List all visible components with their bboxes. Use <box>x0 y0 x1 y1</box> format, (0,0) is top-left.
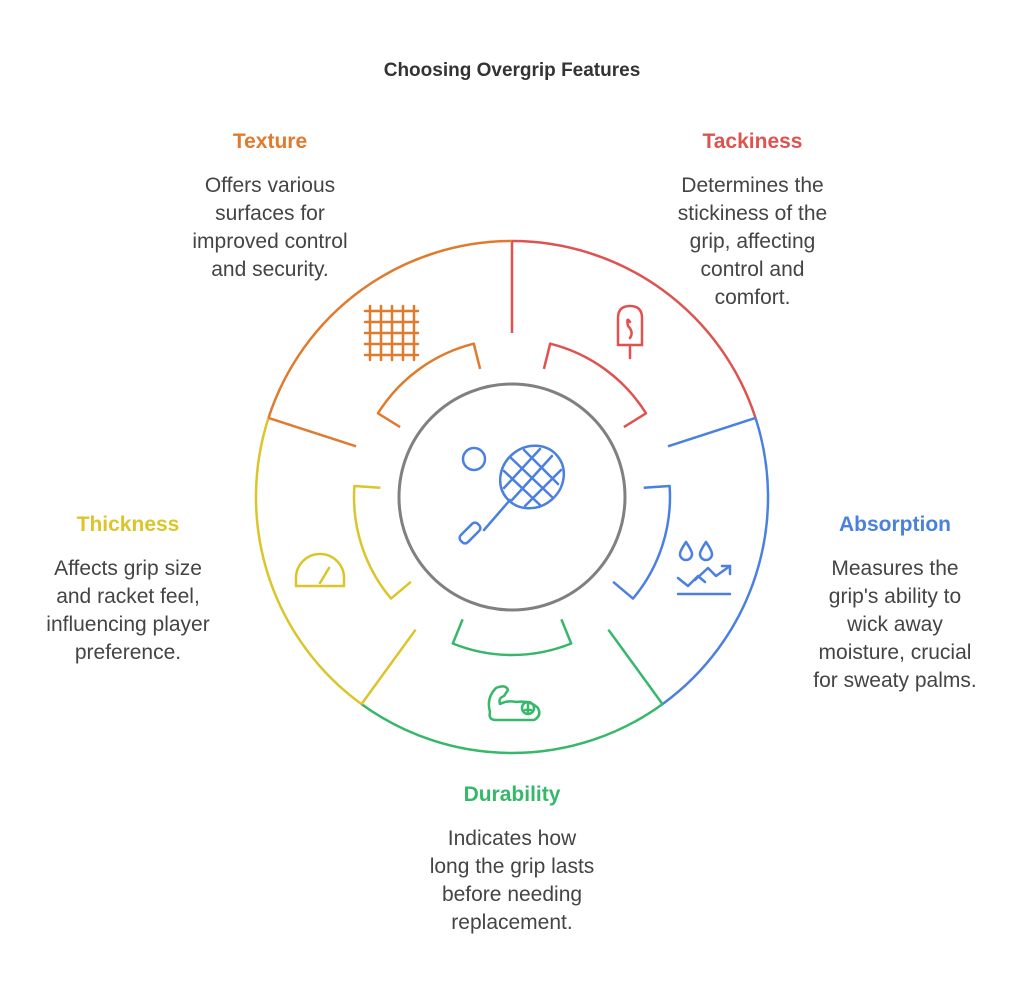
ring-outer-arc-thickness <box>254 417 363 706</box>
feature-name-tackiness: Tackiness <box>702 130 803 153</box>
center-circle <box>397 382 627 612</box>
water-drops-icon <box>676 540 732 596</box>
gauge-icon <box>294 552 346 588</box>
ring-inner-band-tackiness <box>542 342 648 429</box>
ring-divider-thickness <box>360 628 417 705</box>
ring-outer-arc-tackiness <box>511 239 757 419</box>
ring-outer-arc-durability <box>360 703 664 755</box>
feature-name-absorption: Absorption <box>839 513 951 536</box>
ring-outer-arc-absorption <box>661 417 770 706</box>
feature-name-texture: Texture <box>232 130 308 153</box>
strong-arm-icon <box>487 685 541 722</box>
ring-inner-band-durability <box>451 618 573 657</box>
ring-divider-texture <box>268 416 357 448</box>
sticky-popsicle-icon <box>616 304 644 360</box>
ring-outer-arc-texture <box>267 239 513 419</box>
diagram-title: Choosing Overgrip Features <box>383 60 641 81</box>
ring-inner-band-thickness <box>352 484 412 600</box>
ring-inner-band-absorption <box>612 484 672 600</box>
ring-inner-band-texture <box>376 342 482 429</box>
feature-name-durability: Durability <box>463 783 561 806</box>
grid-texture-icon <box>363 304 420 362</box>
tennis-racket-icon <box>458 444 566 545</box>
ring-divider-durability <box>607 628 664 705</box>
ring-divider-absorption <box>667 416 756 448</box>
feature-name-thickness: Thickness <box>76 513 180 536</box>
